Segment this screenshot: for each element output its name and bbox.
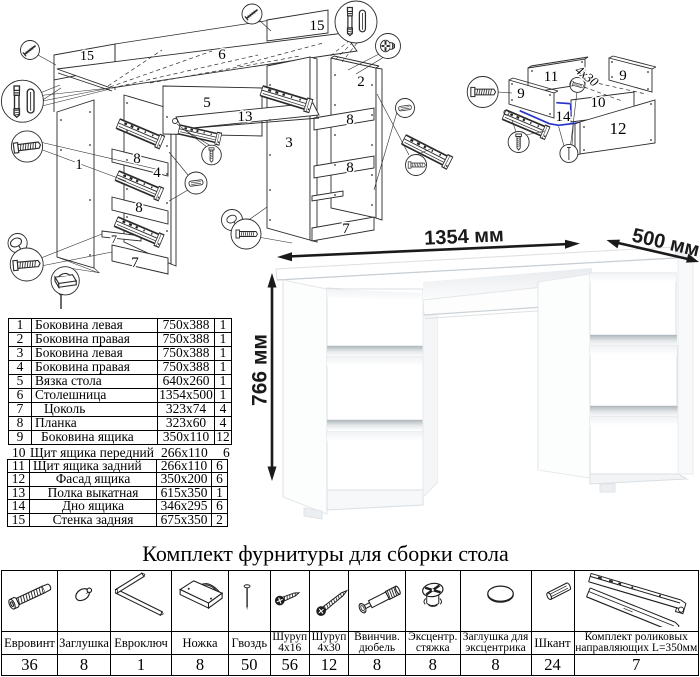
svg-text:5: 5 [203, 95, 211, 111]
svg-text:7: 7 [131, 255, 139, 271]
svg-text:8: 8 [346, 160, 354, 176]
svg-text:9: 9 [517, 86, 525, 102]
svg-text:10: 10 [591, 95, 606, 111]
svg-text:3: 3 [285, 135, 293, 151]
svg-text:15: 15 [80, 49, 94, 64]
svg-text:12: 12 [610, 119, 627, 138]
svg-text:766 мм: 766 мм [249, 334, 272, 406]
svg-text:14: 14 [556, 109, 572, 125]
svg-text:8: 8 [135, 200, 143, 216]
svg-text:7: 7 [342, 221, 350, 237]
svg-text:6: 6 [218, 47, 226, 63]
svg-text:9: 9 [619, 68, 627, 84]
svg-text:4: 4 [153, 165, 161, 181]
svg-text:8: 8 [346, 112, 354, 128]
svg-text:7: 7 [111, 232, 117, 246]
svg-text:15: 15 [310, 18, 325, 34]
svg-text:13: 13 [238, 109, 253, 125]
svg-text:1354 мм: 1354 мм [424, 224, 505, 250]
svg-text:2: 2 [357, 74, 365, 90]
svg-text:8: 8 [133, 151, 141, 167]
svg-text:11: 11 [544, 69, 558, 85]
svg-text:1: 1 [75, 157, 83, 173]
